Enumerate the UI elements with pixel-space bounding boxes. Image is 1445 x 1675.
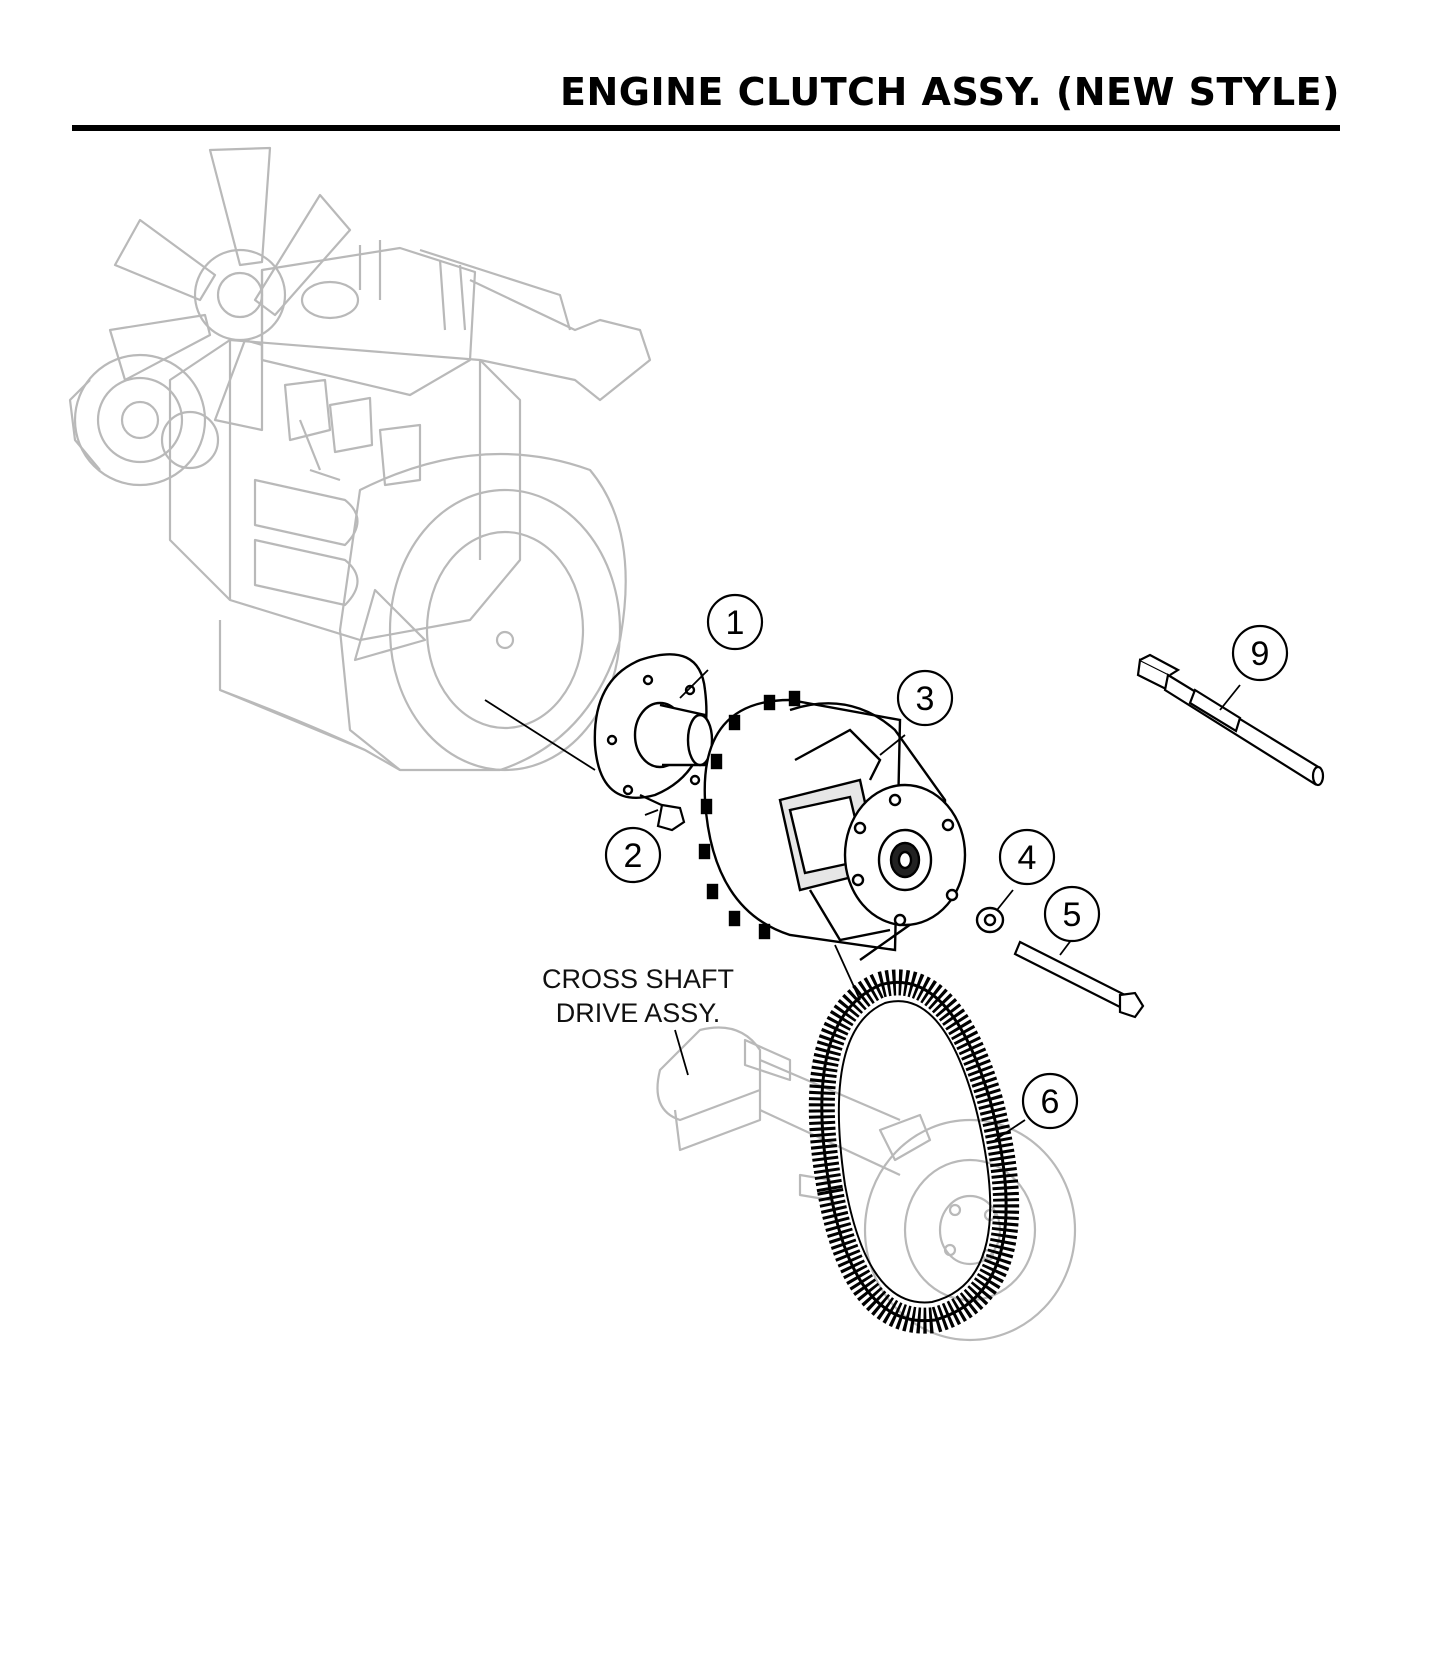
callout-3: 3 <box>896 669 954 727</box>
callout-1: 1 <box>706 593 764 651</box>
part-5-long-bolt <box>1013 940 1145 1019</box>
engine-ghost <box>68 146 652 772</box>
svg-text:3: 3 <box>916 680 935 718</box>
drive-belt <box>808 969 1020 1334</box>
page-title: ENGINE CLUTCH ASSY. (NEW STYLE) <box>560 70 1340 114</box>
cross-shaft-label: CROSS SHAFT DRIVE ASSY. <box>542 964 734 1028</box>
alternator-ghost <box>68 353 220 487</box>
part-3-clutch <box>698 690 967 961</box>
svg-text:1: 1 <box>726 604 745 642</box>
part-1-drive-plate <box>593 653 714 800</box>
svg-text:4: 4 <box>1018 839 1037 877</box>
callout-4: 4 <box>998 828 1056 886</box>
callout-balloons: 1 2 3 4 5 6 9 <box>604 593 1289 1130</box>
part-4-nut <box>975 906 1005 934</box>
svg-text:DRIVE ASSY.: DRIVE ASSY. <box>556 998 721 1028</box>
svg-text:6: 6 <box>1041 1083 1060 1121</box>
cross-shaft-ghost <box>656 1026 1077 1342</box>
part-9-shaft <box>1136 653 1325 787</box>
svg-text:2: 2 <box>624 837 643 875</box>
callout-5: 5 <box>1043 885 1101 943</box>
svg-text:5: 5 <box>1063 896 1082 934</box>
callout-6: 6 <box>1021 1072 1079 1130</box>
svg-text:CROSS SHAFT: CROSS SHAFT <box>542 964 734 994</box>
callout-9: 9 <box>1231 624 1289 682</box>
title-rule <box>72 125 1340 131</box>
callout-2: 2 <box>604 826 662 884</box>
svg-text:9: 9 <box>1251 635 1270 673</box>
part-2-bolt <box>639 794 686 832</box>
